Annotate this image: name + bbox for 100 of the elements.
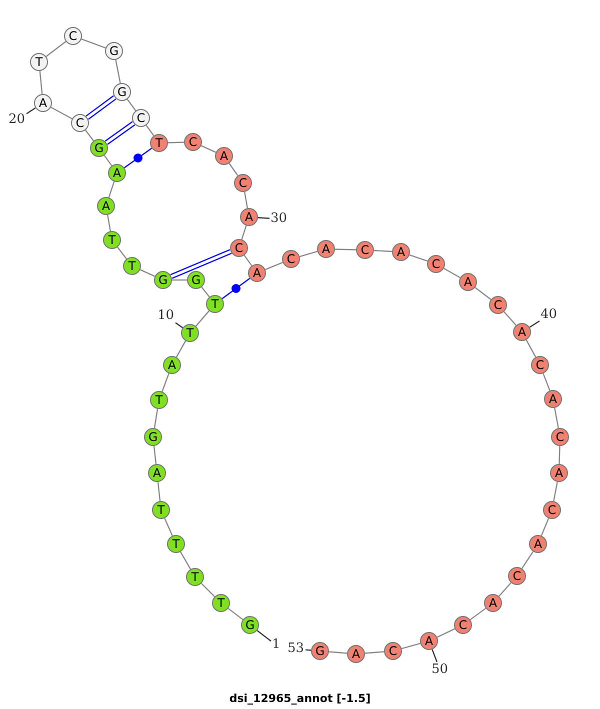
nucleotide-circle: A [34, 94, 52, 112]
backbone-line [104, 154, 112, 166]
backbone-line [201, 286, 210, 298]
nucleotide-circle: G [90, 139, 108, 157]
backbone-line [542, 373, 550, 391]
nucleotide-circle: T [123, 257, 141, 275]
backbone-line [50, 106, 72, 120]
nucleotide-circle: C [132, 109, 150, 127]
nucleotide-circle: A [459, 273, 477, 291]
backbone-line [84, 130, 94, 142]
nucleotide-circle: A [148, 464, 166, 482]
base-pair-line [104, 121, 136, 145]
nucleotide-circle: T [167, 535, 185, 553]
nucleotide-circle: A [97, 197, 115, 215]
backbone-line [180, 552, 192, 570]
backbone-line [474, 287, 492, 300]
nucleotide-circle: C [531, 356, 549, 374]
position-number: 30 [270, 212, 288, 226]
backbone-line [374, 250, 392, 252]
backbone-line [244, 192, 248, 208]
nucleotide-circle: T [30, 53, 48, 71]
backbone-line [168, 142, 184, 144]
backbone-line [328, 651, 348, 654]
nucleotide-circle: T [186, 568, 204, 586]
nucleotide-circle: G [113, 83, 131, 101]
backbone-line [172, 279, 187, 281]
nucleotide-circle: C [282, 250, 300, 268]
nucleotide-circle: A [420, 632, 438, 650]
backbone-line [195, 310, 210, 327]
backbone-line [334, 248, 356, 250]
nucleotide-circle: C [356, 241, 374, 259]
backbone-line [558, 446, 560, 464]
leader-line [305, 649, 312, 651]
nucleotide-circle: T [150, 134, 168, 152]
position-number: 40 [540, 308, 558, 322]
backbone-line [200, 145, 216, 153]
nucleotide-circle: A [529, 535, 547, 553]
nucleotide-circle: A [317, 240, 335, 258]
backbone-line [81, 38, 106, 48]
nucleotide-circle: A [544, 390, 562, 408]
position-number: 50 [432, 663, 448, 677]
nucleotide-circle: T [150, 391, 168, 409]
nucleotide-circle: C [384, 642, 402, 660]
leader-line [175, 322, 183, 328]
nucleotide-circle: C [64, 27, 82, 45]
nucleotide-circle: G [311, 642, 329, 660]
nucleotide-circle: T [103, 231, 121, 249]
leader-line [432, 649, 438, 662]
caption: dsi_12965_annot [-1.5] [228, 692, 372, 705]
nucleotide-circle: C [184, 133, 202, 151]
backbone-line [364, 651, 384, 654]
nucleotide-circle: A [484, 594, 502, 612]
backbone-line [436, 628, 456, 638]
backbone-line [526, 340, 536, 358]
nucleotide-circle: A [392, 243, 410, 261]
backbone-line [157, 482, 161, 502]
position-number: 53 [288, 642, 304, 656]
base-pair-line [222, 278, 250, 300]
backbone-line [146, 124, 154, 136]
backbone-line [140, 269, 156, 277]
leader-line [26, 107, 36, 114]
nucleotide-circle: C [543, 501, 561, 519]
backbone-line [108, 181, 115, 198]
backbone-line [554, 408, 559, 428]
backbone-line [444, 268, 460, 278]
nucleotide-circle: A [240, 208, 258, 226]
nucleotide-circle: A [550, 464, 568, 482]
nucleotide-circle: C [508, 567, 526, 585]
position-number: 20 [8, 113, 26, 127]
backbone-line [299, 250, 318, 258]
backbone-line [504, 311, 516, 326]
nucleotide-circle: C [489, 296, 507, 314]
backbone-line [164, 518, 173, 536]
backbone-line [521, 551, 534, 569]
leader-line [529, 320, 540, 328]
backbone-line [117, 246, 127, 260]
backbone-line [228, 608, 244, 620]
backbone-line [176, 340, 186, 358]
nucleotide-circle: G [144, 428, 162, 446]
backbone-line [106, 214, 112, 232]
nucleotide-circle: C [230, 239, 248, 257]
nucleotide-circle: G [154, 271, 172, 289]
leader-line [258, 217, 270, 219]
nucleotide-circle: T [212, 594, 230, 612]
backbone-line [540, 518, 550, 536]
nucleotide-circle: C [427, 255, 445, 273]
nucleotide-circle: G [105, 42, 123, 60]
backbone-line [115, 60, 121, 84]
backbone-line [228, 163, 238, 176]
nucleotide-circle: A [248, 264, 266, 282]
backbone-line [265, 262, 283, 270]
nucleotide-circle: G [241, 616, 259, 634]
base-pair-line [170, 249, 232, 279]
backbone-line [409, 254, 428, 262]
nucleotide-circle: C [454, 616, 472, 634]
backbone-line [553, 482, 558, 502]
nucleotide-circle: A [513, 323, 531, 341]
base-pair-line [85, 95, 117, 120]
nucleotide-circle: C [234, 174, 252, 192]
backbone-line [200, 582, 216, 598]
